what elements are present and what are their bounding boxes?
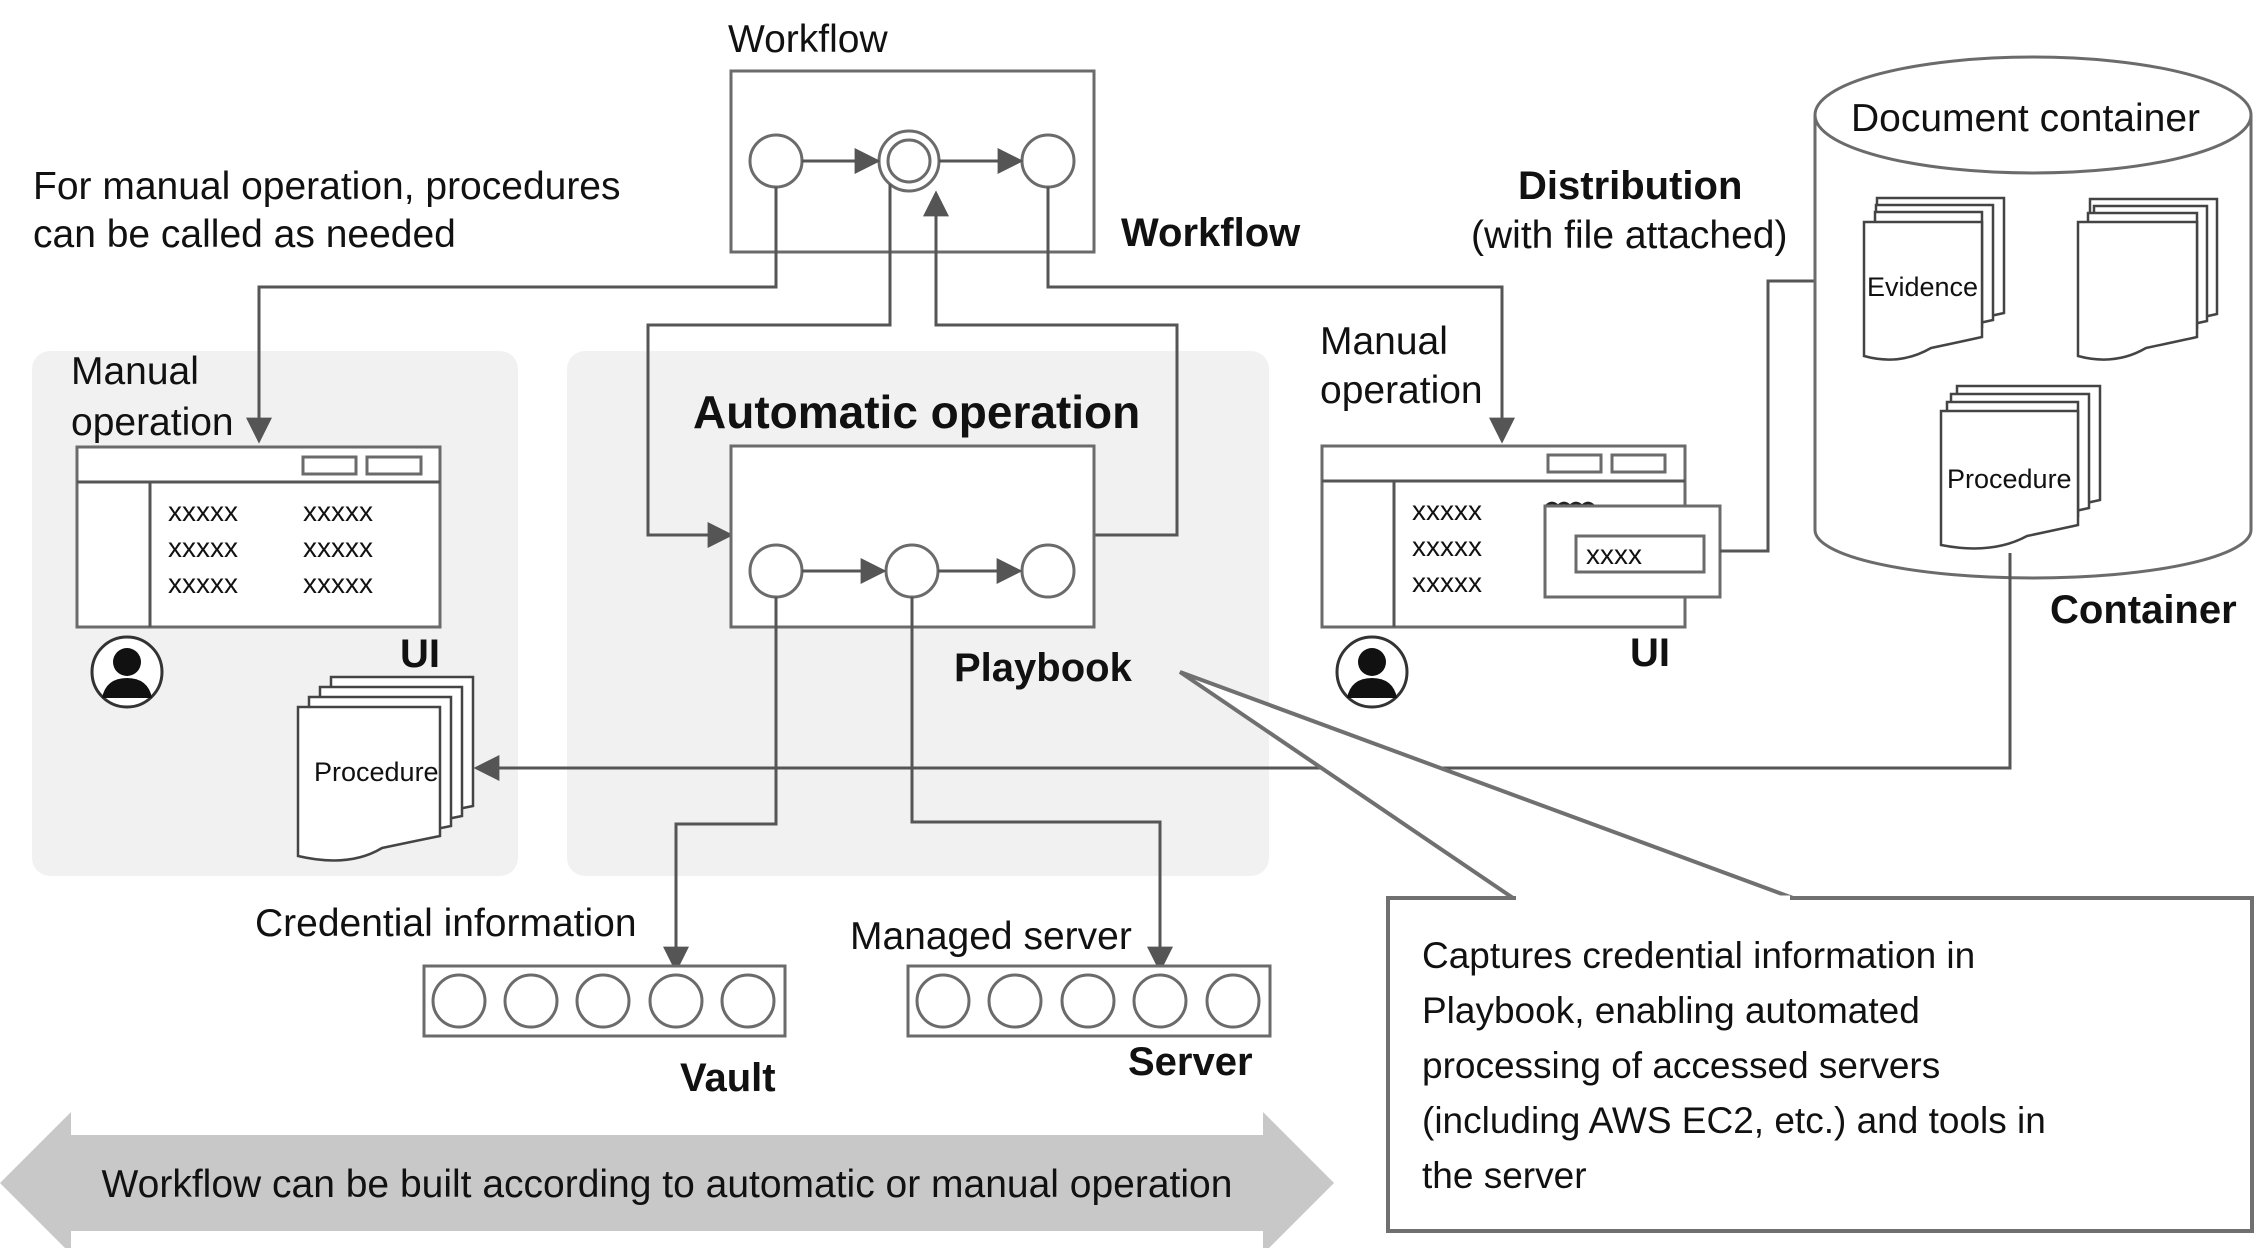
distribution-label-line2: (with file attached): [1471, 214, 1787, 257]
server-rack: [906, 964, 1272, 1038]
popup-input[interactable]: [1574, 534, 1706, 574]
ui-right-label: UI: [1630, 631, 1670, 675]
manual-operation-left-line2: operation: [71, 401, 234, 444]
ui-left-label: UI: [400, 632, 440, 676]
ui-right-cell: xxxxx: [1412, 495, 1482, 526]
connector-workflow-to-right-ui: [1046, 187, 1515, 444]
evidence-document: Evidence: [1862, 196, 2006, 361]
callout-line2: Playbook, enabling automated: [1422, 990, 1920, 1031]
ui-left-cell: xxxxx: [168, 568, 238, 599]
workflow-title: Workflow: [728, 18, 888, 61]
workflow-node-2-inner: [886, 138, 932, 184]
procedure-left-label: Procedure: [314, 757, 439, 787]
workflow-node-1: [748, 133, 804, 189]
workflow-node-3: [1020, 133, 1076, 189]
callout-line5: the server: [1422, 1155, 1587, 1196]
ui-right-window-button-1[interactable]: [1546, 453, 1603, 474]
manual-operation-left-line1: Manual: [71, 350, 199, 393]
playbook-node-2: [884, 543, 940, 599]
playbook-label: Playbook: [954, 646, 1133, 690]
connector-workflow-to-left-ui: [246, 187, 778, 444]
ui-left-cell: xxxxx: [168, 532, 238, 563]
ui-left-cell: xxxxx: [303, 532, 373, 563]
ui-right-cell: xxxxx: [1412, 531, 1482, 562]
user-icon: [1335, 635, 1409, 709]
document-container-label: Document container: [1851, 97, 2200, 140]
ui-left-cell: xxxxx: [303, 496, 373, 527]
connector-workflow-to-playbook: [646, 184, 892, 548]
distribution-label-line1: Distribution: [1518, 164, 1742, 208]
bottom-banner-arrow: [0, 1112, 1334, 1248]
connector-playbook-to-server: [910, 597, 1173, 973]
procedure-document-container: Procedure: [1939, 384, 2102, 550]
ui-window-left: xxxxx xxxxx xxxxx xxxxx xxxxx xxxxx: [75, 445, 442, 629]
manual-operation-right-line2: operation: [1320, 369, 1483, 412]
ui-left-window-button-1[interactable]: [301, 455, 358, 476]
procedure-document-left: Procedure: [296, 675, 475, 862]
attachment-popup: xxxx: [1543, 504, 1722, 599]
manual-note-line2: can be called as needed: [33, 213, 456, 256]
container-label: Container: [2050, 588, 2237, 632]
playbook-node-3: [1020, 543, 1076, 599]
server-label: Server: [1128, 1040, 1253, 1084]
popup-input-value: xxxx: [1586, 539, 1642, 570]
vault-rack: [422, 964, 787, 1038]
connector-playbook-to-workflow: [923, 190, 1179, 537]
playbook-node-1: [748, 543, 804, 599]
connector-playbook-to-vault: [663, 597, 778, 973]
credential-information-label: Credential information: [255, 902, 637, 945]
bottom-banner-text: Workflow can be built according to autom…: [102, 1163, 1233, 1206]
ui-left-cell: xxxxx: [303, 568, 373, 599]
ui-right-cell: xxxxx: [1412, 567, 1482, 598]
ui-left-cell: xxxxx: [168, 496, 238, 527]
callout-line4: (including AWS EC2, etc.) and tools in: [1422, 1100, 2046, 1141]
callout-line1: Captures credential information in: [1422, 935, 1975, 976]
automatic-operation-title: Automatic operation: [693, 386, 1140, 438]
connector-container-to-left-procedure: [473, 553, 2012, 781]
evidence-label: Evidence: [1867, 272, 1978, 302]
callout-box: [1386, 896, 2254, 1233]
manual-operation-right-line1: Manual: [1320, 320, 1448, 363]
callout-line3: processing of accessed servers: [1422, 1045, 1940, 1086]
callout-pointer: [1178, 670, 1794, 900]
manual-note-line1: For manual operation, procedures: [33, 165, 621, 208]
document-stack-blank: [2076, 197, 2219, 361]
ui-left-window-button-2[interactable]: [365, 455, 423, 476]
user-icon: [90, 635, 164, 709]
procedure-container-label: Procedure: [1947, 464, 2072, 494]
managed-server-label: Managed server: [850, 915, 1132, 958]
workflow-label: Workflow: [1121, 211, 1301, 255]
vault-label: Vault: [680, 1056, 776, 1100]
ui-right-window-button-2[interactable]: [1610, 453, 1667, 474]
